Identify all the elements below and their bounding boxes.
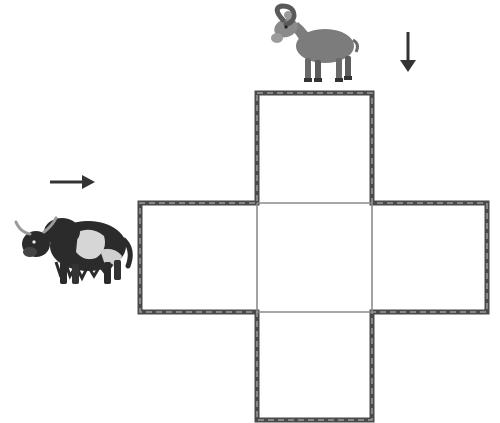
yak-icon [16, 218, 130, 284]
cross-grid [140, 93, 487, 420]
cross-outline [140, 93, 487, 420]
ram-icon [271, 6, 357, 82]
right-arrow-icon [50, 175, 95, 189]
down-arrow-icon [400, 32, 416, 72]
